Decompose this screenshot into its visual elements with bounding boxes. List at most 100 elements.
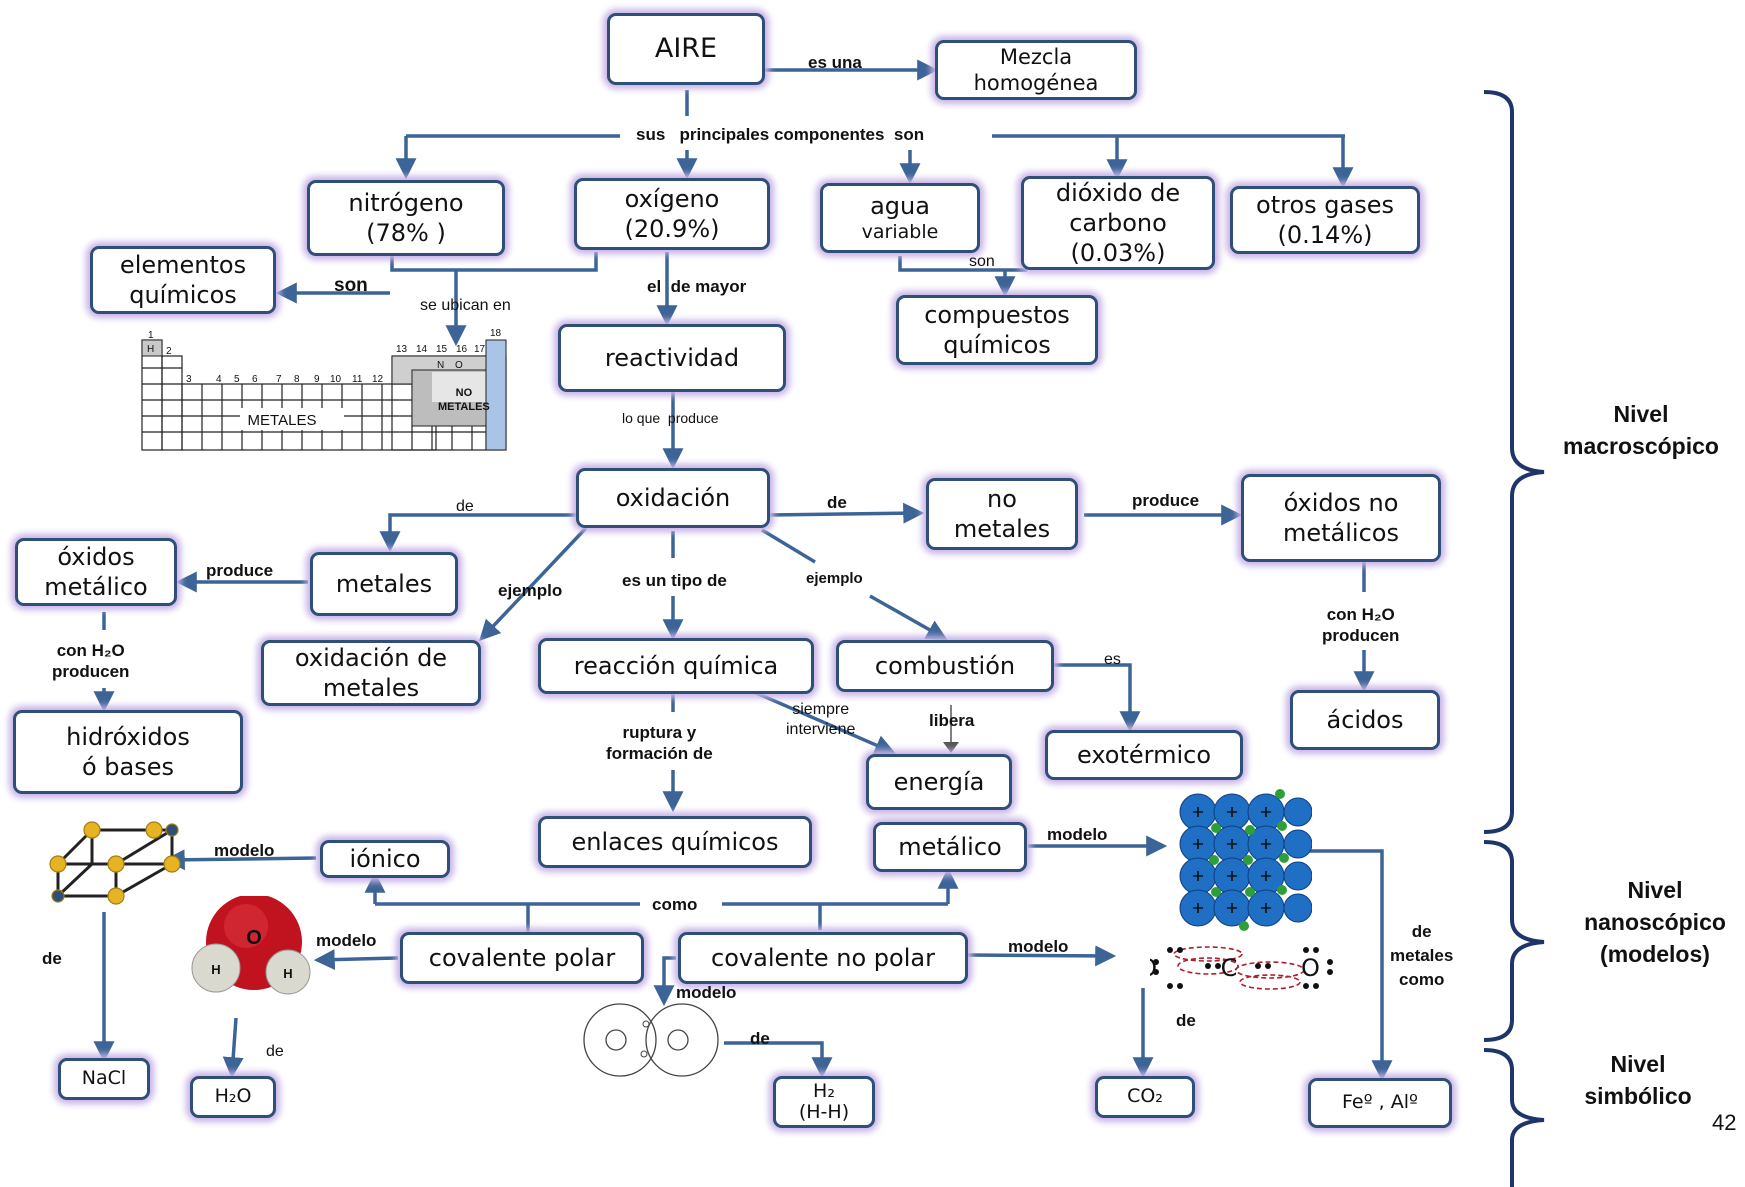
pt-group-1: 1 [148,330,154,341]
node-co2[interactable]: CO₂ [1095,1076,1195,1118]
co2-lewis-atoms: O C O [1150,954,1336,982]
pt-group-4: 4 [216,374,222,385]
water-o-label: O [246,927,262,949]
node-combustion[interactable]: combustión [836,640,1054,692]
node-acidos[interactable]: ácidos [1290,690,1440,750]
label-siempre-interviene: siempre interviene [786,701,856,738]
agua-label: agua [870,192,930,221]
node-otros-gases[interactable]: otros gases (0.14%) [1230,186,1420,254]
node-oxidos-metalico[interactable]: óxidos metálico [15,538,177,606]
pt-group-7: 7 [276,374,282,385]
water-h1-label: H [211,962,220,977]
node-nacl[interactable]: NaCl [58,1058,150,1100]
node-energia[interactable]: energía [866,754,1012,810]
periodic-table-illustration: 1 2 3 4 5 6 7 8 9 10 11 12 13 14 15 16 1… [141,328,507,451]
node-metalico[interactable]: metálico [873,822,1027,872]
pt-group-3: 3 [186,374,192,385]
level-macroscopico: Nivel macroscópico [1563,401,1719,460]
pt-group-5: 5 [234,374,240,385]
pt-group-11: 11 [352,374,363,385]
pt-h-symbol: H [147,344,154,355]
label-de-metales: de [456,498,474,515]
pt-group-16: 16 [456,344,468,355]
label-produce-metales: produce [206,561,274,580]
label-de-metales-como: de metales como [1390,922,1454,989]
hydrogen-orbital-model [583,1003,719,1077]
label-modelo-ionico: modelo [214,841,275,860]
node-aire[interactable]: AIRE [607,13,765,85]
label-modelo-metalico: modelo [1047,825,1108,844]
pt-group-8: 8 [294,374,300,385]
water-molecule-model: O H H [191,896,311,995]
node-mezcla-homogenea[interactable]: Mezcla homogénea [935,40,1137,100]
node-reactividad[interactable]: reactividad [558,324,786,392]
label-modelo-polar: modelo [316,931,377,950]
label-de-h2: de [750,1029,770,1048]
ionic-lattice-model [49,821,181,905]
node-oxigeno[interactable]: oxígeno (20.9%) [574,178,770,250]
water-h2-label: H [283,966,292,981]
pt-group-12: 12 [372,374,384,385]
node-hidroxidos-o-bases[interactable]: hidróxidos ó bases [13,710,243,794]
node-covalente-polar[interactable]: covalente polar [400,932,644,984]
pt-group-2: 2 [166,346,172,357]
node-dioxido-de-carbono[interactable]: dióxido de carbono (0.03%) [1021,176,1215,270]
node-enlaces-quimicos[interactable]: enlaces químicos [538,816,812,868]
node-covalente-no-polar[interactable]: covalente no polar [678,932,968,984]
label-se-ubican-en: se ubican en [420,297,511,314]
label-es-una: es una [808,53,862,72]
node-agua[interactable]: agua variable [820,183,980,253]
node-oxidacion[interactable]: oxidación [576,468,770,528]
pt-group-14: 14 [416,344,428,355]
node-oxidacion-de-metales[interactable]: oxidación de metales [261,640,481,706]
page-number: 42 [1712,1110,1737,1135]
node-exotermico[interactable]: exotérmico [1045,730,1243,780]
label-de-h2o: de [266,1043,284,1060]
co2-lewis-model: O C O [1150,946,1336,990]
label-de-co2: de [1176,1011,1196,1030]
node-oxidos-no-metalicos[interactable]: óxidos no metálicos [1241,474,1441,562]
label-ruptura-y-formacion: ruptura y formación de [606,723,713,764]
node-h2o[interactable]: H₂O [190,1076,276,1118]
node-h2[interactable]: H₂ (H-H) [773,1076,875,1128]
node-reaccion-quimica[interactable]: reacción química [538,638,814,694]
label-produce-no-metales: produce [1132,491,1200,510]
node-compuestos-quimicos[interactable]: compuestos químicos [896,295,1098,365]
label-sus-componentes: sus principales componentes son [636,125,925,144]
pt-group-15: 15 [436,344,448,355]
pt-o-symbol: O [455,360,463,371]
metallic-bond-model [1179,789,1312,931]
label-modelo-no-polar: modelo [1008,937,1069,956]
label-ejemplo-right: ejemplo [806,570,863,587]
pt-metales-label: METALES [248,412,317,429]
node-metales[interactable]: metales [310,552,458,616]
label-de-nacl: de [42,949,62,968]
label-es-un-tipo-de: es un tipo de [622,571,727,590]
node-no-metales[interactable]: no metales [926,478,1078,550]
node-fe-al[interactable]: Feº , Alº [1308,1078,1452,1128]
level-simbolico: Nivel simbólico [1584,1051,1692,1110]
node-ionico[interactable]: iónico [320,840,450,878]
label-con-h2o-left: con H₂O producen [52,641,130,682]
pt-group-9: 9 [314,374,320,385]
pt-group-10: 10 [330,374,342,385]
node-nitrogeno[interactable]: nitrógeno (78% ) [307,180,505,256]
label-son-elementos: son [334,275,368,296]
pt-group-13: 13 [396,344,408,355]
agua-variable-label: variable [861,221,939,244]
pt-group-18: 18 [490,328,502,339]
label-son-compuestos: son [969,253,995,270]
node-elementos-quimicos[interactable]: elementos químicos [90,246,276,314]
label-es: es [1104,651,1121,668]
label-ejemplo-left: ejemplo [498,581,563,600]
label-de-no-metales: de [827,493,847,512]
label-modelo-h2: modelo [676,983,737,1002]
label-lo-que-produce: lo que produce [622,410,719,426]
level-nanoscopico: Nivel nanoscópico (modelos) [1584,877,1726,968]
label-el-de-mayor: el de mayor [647,277,747,296]
label-libera: libera [929,711,975,730]
label-con-h2o-right: con H₂O producen [1322,605,1400,646]
pt-no-metales-label: NO METALES [438,387,490,414]
